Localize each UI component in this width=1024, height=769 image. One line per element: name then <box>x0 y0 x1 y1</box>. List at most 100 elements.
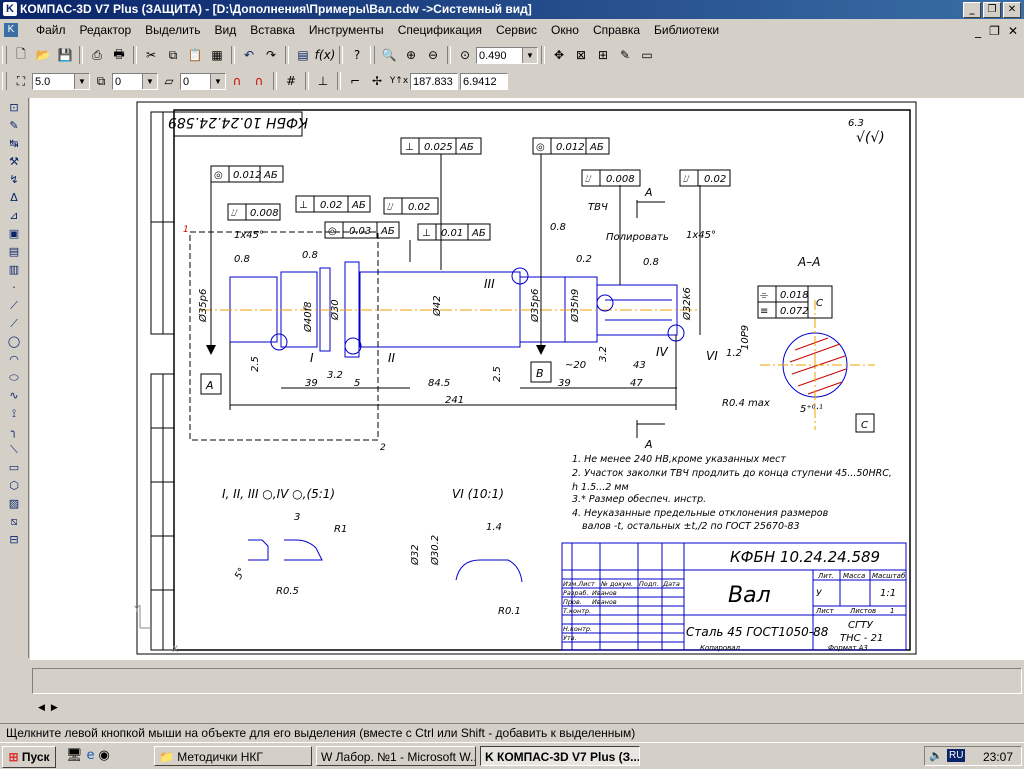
spline-icon[interactable]: ∿ <box>9 389 19 402</box>
chamfer-icon[interactable]: ⟍ <box>10 443 18 456</box>
open-file-icon[interactable]: 📂 <box>35 48 51 62</box>
layers-icon[interactable]: ⧉ <box>96 73 106 88</box>
reports-tool-icon[interactable]: ▥ <box>8 263 20 276</box>
spec-tool-icon[interactable]: ▤ <box>8 245 20 258</box>
step-field[interactable]: 5.0 ▼ <box>32 72 90 90</box>
hatch-icon[interactable]: ▨ <box>8 497 20 510</box>
arc-icon[interactable]: ◠ <box>9 353 19 366</box>
undo-icon[interactable]: ↶ <box>243 48 255 62</box>
aux-line-icon[interactable]: ⟋ <box>10 299 18 312</box>
volume-icon[interactable]: 🔈 <box>929 750 943 762</box>
properties-icon[interactable]: ▦ <box>211 48 223 62</box>
show-all-icon[interactable]: ⊠ <box>575 48 587 62</box>
drawing-svg[interactable]: КФБН 10.24.24.589 6.3 √(√) 1 2 ◎ 0.012 А… <box>30 98 1024 660</box>
menu-specification[interactable]: Спецификация <box>397 23 482 37</box>
menu-insert[interactable]: Вставка <box>250 23 295 37</box>
menu-tools[interactable]: Инструменты <box>308 23 384 37</box>
menu-service[interactable]: Сервис <box>495 23 538 37</box>
point-icon[interactable]: · <box>12 281 16 294</box>
symbols-tool-icon[interactable]: ⚒ <box>9 155 19 168</box>
edit-pen-icon[interactable]: ✎ <box>619 48 631 62</box>
mdi-restore-button[interactable]: ❐ <box>989 24 1000 38</box>
help-pointer-icon[interactable]: ? <box>353 48 361 62</box>
select-tool-icon[interactable]: ⊡ <box>9 101 19 114</box>
menu-file[interactable]: Файл <box>36 23 66 37</box>
rectangle-icon[interactable]: ▭ <box>8 461 20 474</box>
style-field[interactable]: 0 ▼ <box>180 72 226 90</box>
mdi-minimize-button[interactable]: _ <box>975 24 982 38</box>
polyline-icon[interactable]: ⟟ <box>11 407 17 420</box>
chevron-down-icon[interactable]: ▼ <box>210 73 225 89</box>
polygon-icon[interactable]: ⬡ <box>9 479 19 492</box>
print-preview-icon[interactable]: 🖶 <box>113 46 125 61</box>
parameters-strip[interactable] <box>32 668 1022 694</box>
cut-icon[interactable]: ✂ <box>145 48 157 62</box>
ellipse-icon[interactable]: ⬭ <box>9 371 19 384</box>
desktop-icon[interactable]: 🖥 <box>66 748 83 763</box>
mdi-close-button[interactable]: ✕ <box>1007 24 1018 38</box>
ortho-icon[interactable]: ⊥ <box>317 74 329 88</box>
toolbar-grip[interactable] <box>2 46 7 64</box>
equidistant-icon[interactable]: ⧅ <box>10 515 18 528</box>
monitor-icon[interactable]: ▭ <box>641 48 653 62</box>
zoom-field[interactable]: 0.490 ▼ <box>476 46 538 64</box>
snap-local-icon[interactable]: ∩ <box>254 74 264 88</box>
task-kompas[interactable]: K КОМПАС-3D V7 Plus (З... <box>480 746 640 766</box>
zoom-in-icon[interactable]: 🔍 <box>381 48 397 62</box>
close-button[interactable]: ✕ <box>1003 2 1021 18</box>
contour-icon[interactable]: ⊟ <box>9 533 19 546</box>
grid-step-icon[interactable]: ⛶ <box>16 73 26 88</box>
fillet-icon[interactable]: ╮ <box>10 425 18 438</box>
params-tool-icon[interactable]: Δ <box>10 191 18 204</box>
edit-tool-icon[interactable]: ↯ <box>9 173 19 186</box>
ie-icon[interactable]: e <box>86 748 95 763</box>
y-coord-field[interactable]: 6.9412 <box>460 72 508 90</box>
manager-icon[interactable]: ▤ <box>297 48 309 62</box>
drawing-canvas[interactable]: КФБН 10.24.24.589 6.3 √(√) 1 2 ◎ 0.012 А… <box>30 98 1024 660</box>
menu-view[interactable]: Вид <box>214 23 237 37</box>
geometry-tool-icon[interactable]: ✎ <box>9 119 19 132</box>
dimensions-tool-icon[interactable]: ↹ <box>9 137 19 150</box>
style-icon[interactable]: ▱ <box>164 74 174 88</box>
media-icon[interactable]: ◉ <box>98 748 110 763</box>
select-filter-icon[interactable]: ▣ <box>8 227 20 240</box>
copy-icon[interactable]: ⧉ <box>168 47 178 62</box>
document-icon[interactable]: K <box>4 23 18 37</box>
chevron-down-icon[interactable]: ▼ <box>74 73 89 89</box>
cursor-cs-icon[interactable]: ✢ <box>371 74 383 88</box>
zoom-scale-icon[interactable]: ⊙ <box>459 48 471 62</box>
minimize-button[interactable]: _ <box>963 2 981 18</box>
print-icon[interactable]: ⎙ <box>92 47 102 62</box>
paste-icon[interactable]: 📋 <box>187 48 203 62</box>
snap-magnet-icon[interactable]: ∩ <box>232 74 242 88</box>
chevron-down-icon[interactable]: ▼ <box>142 73 157 89</box>
chevron-down-icon[interactable]: ▼ <box>522 47 537 63</box>
pan-icon[interactable]: ✥ <box>553 48 565 62</box>
kompas-app-icon[interactable]: K <box>3 2 17 16</box>
menu-editor[interactable]: Редактор <box>79 23 132 37</box>
task-word[interactable]: W Лабор. №1 - Microsoft W... <box>316 746 476 766</box>
measure-tool-icon[interactable]: ⊿ <box>9 209 19 222</box>
circle-icon[interactable]: ◯ <box>7 335 21 348</box>
zoom-out-icon[interactable]: ⊖ <box>427 48 439 62</box>
layer-field[interactable]: 0 ▼ <box>112 72 158 90</box>
page-scroll-arrows[interactable]: ◀▶ <box>38 702 64 712</box>
zoom-window-icon[interactable]: ⊕ <box>405 48 417 62</box>
menu-help[interactable]: Справка <box>592 23 641 37</box>
start-button[interactable]: ⊞ Пуск <box>2 746 56 768</box>
segment-icon[interactable]: ⟋ <box>10 317 18 330</box>
menu-libraries[interactable]: Библиотеки <box>654 23 720 37</box>
task-folder[interactable]: 📁 Методички НКГ <box>154 746 312 766</box>
menu-select[interactable]: Выделить <box>145 23 201 37</box>
function-icon[interactable]: f(x) <box>314 48 336 62</box>
local-cs-icon[interactable]: ⌐ <box>349 74 361 88</box>
menu-window[interactable]: Окно <box>551 23 579 37</box>
refresh-icon[interactable]: ⊞ <box>597 48 609 62</box>
x-coord-field[interactable]: 187.833 <box>410 72 458 90</box>
new-file-icon[interactable]: 🗋 <box>16 46 26 61</box>
grid-icon[interactable]: # <box>285 74 297 88</box>
save-icon[interactable]: 💾 <box>57 48 73 62</box>
restore-button[interactable]: ❐ <box>983 2 1001 18</box>
coord-xy-icon[interactable]: Y↑x <box>389 76 409 86</box>
language-indicator[interactable]: RU <box>947 749 966 762</box>
